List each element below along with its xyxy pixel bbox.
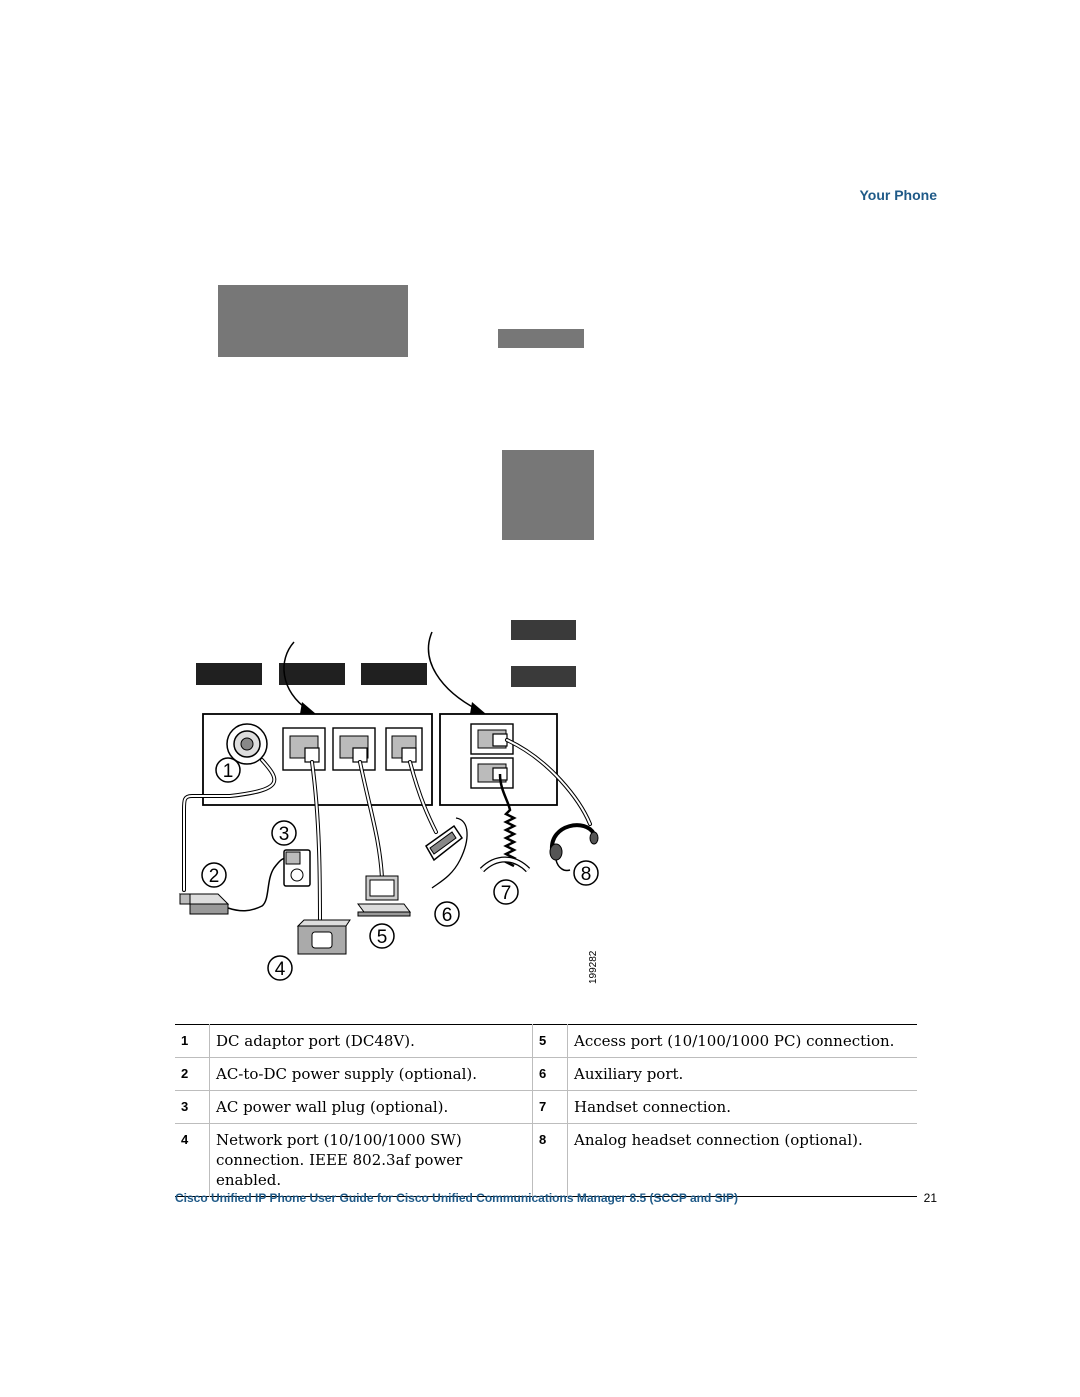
port-panel-right	[439, 713, 558, 806]
pda-icon	[425, 817, 468, 889]
callout-4: 4	[275, 959, 286, 980]
callout-1: 1	[223, 761, 234, 782]
legend-number: 2	[175, 1057, 210, 1091]
legend-number: 8	[532, 1123, 568, 1197]
callout-2: 2	[209, 866, 220, 887]
handset-icon	[479, 856, 531, 873]
legend-number: 6	[532, 1057, 568, 1091]
redacted-block	[502, 450, 594, 540]
redacted-block	[511, 620, 576, 640]
table-row: 4 Network port (10/100/1000 SW) connecti…	[175, 1123, 917, 1197]
section-title: Your Phone	[859, 187, 937, 203]
network-switch-icon	[296, 919, 351, 955]
callout-8: 8	[581, 864, 592, 885]
guide-title: Cisco Unified IP Phone User Guide for Ci…	[175, 1191, 738, 1205]
legend-description: AC-to-DC power supply (optional).	[209, 1057, 533, 1091]
legend-description: Access port (10/100/1000 PC) connection.	[567, 1024, 917, 1058]
table-row: 3 AC power wall plug (optional). 7 Hands…	[175, 1090, 917, 1124]
callout-5: 5	[377, 927, 388, 948]
legend-table: 1 DC adaptor port (DC48V). 5 Access port…	[175, 1024, 917, 1197]
legend-description: Handset connection.	[567, 1090, 917, 1124]
legend-description: Network port (10/100/1000 SW) connection…	[209, 1123, 533, 1197]
callout-6: 6	[442, 905, 453, 926]
page-number: 21	[923, 1191, 937, 1205]
table-row: 1 DC adaptor port (DC48V). 5 Access port…	[175, 1024, 917, 1058]
figure-id: 199282	[588, 950, 599, 984]
dc-adaptor-port	[226, 723, 268, 765]
power-supply-icon	[178, 857, 289, 915]
redacted-block	[511, 666, 576, 687]
redacted-block	[279, 663, 345, 685]
redacted-block	[361, 663, 427, 685]
legend-description: Analog headset connection (optional).	[574, 1131, 863, 1149]
wall-plug-icon	[283, 849, 311, 887]
legend-description: DC adaptor port (DC48V).	[209, 1024, 533, 1058]
phone-connections-diagram: 1 2 3 4 5 6 7 8	[178, 631, 599, 981]
computer-icon	[357, 875, 411, 917]
table-row: 2 AC-to-DC power supply (optional). 6 Au…	[175, 1057, 917, 1091]
legend-number: 3	[175, 1090, 210, 1124]
redacted-block	[196, 663, 262, 685]
callout-3: 3	[279, 824, 290, 845]
page-footer: Cisco Unified IP Phone User Guide for Ci…	[175, 1191, 937, 1205]
headset-icon	[549, 823, 599, 872]
legend-number: 7	[532, 1090, 568, 1124]
redacted-block	[498, 329, 584, 348]
legend-number: 4	[175, 1123, 210, 1197]
legend-description: AC power wall plug (optional).	[209, 1090, 533, 1124]
callout-7: 7	[501, 883, 512, 904]
redacted-block	[218, 285, 408, 357]
legend-description: Auxiliary port.	[567, 1057, 917, 1091]
legend-number: 1	[175, 1024, 210, 1058]
legend-number: 5	[532, 1024, 568, 1058]
handset-coiled-cord	[498, 773, 517, 868]
